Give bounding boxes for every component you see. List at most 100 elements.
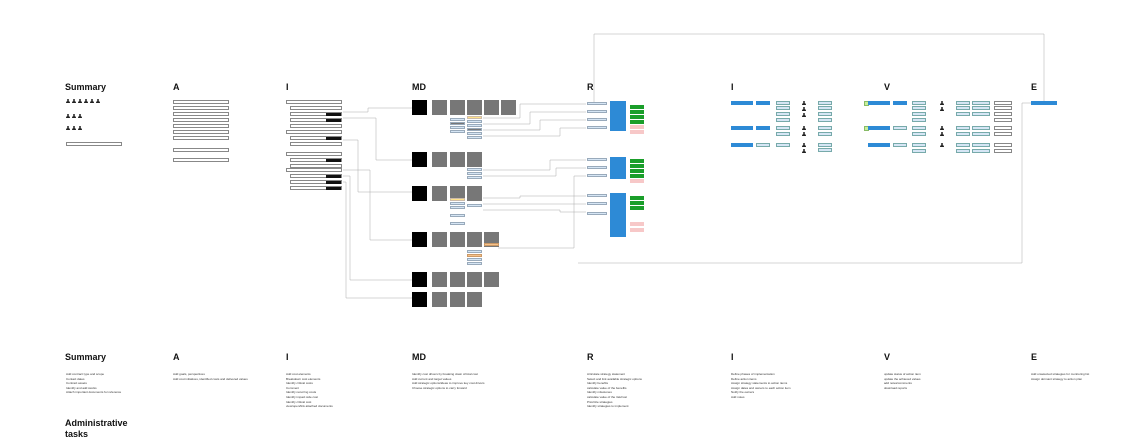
strategic-option[interactable]: [467, 128, 482, 131]
critical-cost-block[interactable]: [412, 186, 427, 201]
strategic-option[interactable]: [467, 136, 482, 139]
strategic-option[interactable]: [450, 118, 465, 121]
strategic-option[interactable]: [467, 116, 482, 119]
phase-item[interactable]: [731, 143, 753, 147]
cost-driver-block[interactable]: [501, 100, 516, 115]
action-item[interactable]: [893, 126, 907, 130]
strategic-option[interactable]: [467, 250, 482, 253]
critical-cost-block[interactable]: [412, 152, 427, 167]
cost-driver-block[interactable]: [450, 232, 465, 247]
strategy-option-item[interactable]: [587, 110, 607, 113]
phase-item[interactable]: [893, 101, 907, 105]
cost-element-row[interactable]: [290, 106, 342, 110]
target-value-item[interactable]: [956, 149, 970, 153]
cost-element-row[interactable]: [286, 130, 342, 134]
strategic-option[interactable]: [484, 243, 499, 246]
cost-driver-block[interactable]: [484, 272, 499, 287]
completion-date-item[interactable]: [972, 149, 990, 153]
cost-element-row[interactable]: [290, 158, 342, 162]
strategic-option[interactable]: [467, 176, 482, 179]
target-date-item[interactable]: [818, 148, 832, 152]
strategic-option[interactable]: [450, 222, 465, 225]
notes-field[interactable]: [994, 143, 1012, 147]
cost-driver-block[interactable]: [467, 186, 482, 201]
target-value-item[interactable]: [956, 143, 970, 147]
strategic-option[interactable]: [467, 132, 482, 135]
target-date-item[interactable]: [818, 106, 832, 110]
critical-cost-block[interactable]: [412, 292, 427, 307]
goal-field[interactable]: [173, 124, 229, 128]
strategic-option[interactable]: [467, 172, 482, 175]
cost-element-row[interactable]: [290, 112, 342, 116]
cost-driver-block[interactable]: [432, 100, 447, 115]
notes-field[interactable]: [994, 132, 1012, 136]
action-item[interactable]: [756, 143, 770, 147]
goal-field[interactable]: [173, 136, 229, 140]
strategy-statement-box[interactable]: [610, 193, 626, 237]
phase-item[interactable]: [731, 101, 753, 105]
action-item[interactable]: [912, 101, 926, 105]
notes-field[interactable]: [994, 126, 1012, 130]
completion-date-item[interactable]: [972, 126, 990, 130]
strategic-option[interactable]: [450, 122, 465, 125]
summary-attachment-field[interactable]: [66, 142, 122, 146]
target-date-item[interactable]: [818, 143, 832, 147]
cost-element-row[interactable]: [290, 180, 342, 184]
strategy-option-item[interactable]: [587, 202, 607, 205]
cost-driver-block[interactable]: [432, 292, 447, 307]
phase-item[interactable]: [868, 143, 890, 147]
completion-date-item[interactable]: [972, 143, 990, 147]
target-date-item[interactable]: [818, 112, 832, 116]
phase-item[interactable]: [731, 126, 753, 130]
target-value-item[interactable]: [956, 126, 970, 130]
cost-element-row[interactable]: [286, 152, 342, 156]
action-item[interactable]: [912, 132, 926, 136]
cost-driver-block[interactable]: [467, 272, 482, 287]
dormant-strategy-item[interactable]: [1031, 101, 1057, 105]
cost-element-row[interactable]: [290, 142, 342, 146]
action-item[interactable]: [776, 126, 790, 130]
action-item[interactable]: [912, 149, 926, 153]
notes-field[interactable]: [994, 106, 1012, 110]
cost-driver-block[interactable]: [432, 232, 447, 247]
strategic-option[interactable]: [450, 202, 465, 205]
strategic-option[interactable]: [467, 204, 482, 207]
action-item[interactable]: [776, 106, 790, 110]
action-item[interactable]: [776, 118, 790, 122]
phase-item[interactable]: [868, 101, 890, 105]
goal-field[interactable]: [173, 112, 229, 116]
strategic-option[interactable]: [467, 254, 482, 257]
goal-field[interactable]: [173, 106, 229, 110]
completion-date-item[interactable]: [972, 101, 990, 105]
strategic-option[interactable]: [450, 130, 465, 133]
target-value-item[interactable]: [956, 132, 970, 136]
action-item[interactable]: [912, 106, 926, 110]
action-item[interactable]: [776, 101, 790, 105]
phase-item[interactable]: [868, 126, 890, 130]
critical-cost-block[interactable]: [412, 100, 427, 115]
cost-element-row[interactable]: [290, 174, 342, 178]
strategic-option[interactable]: [450, 198, 465, 201]
completion-date-item[interactable]: [972, 106, 990, 110]
critical-cost-block[interactable]: [412, 232, 427, 247]
strategy-option-item[interactable]: [587, 118, 607, 121]
notes-field[interactable]: [994, 118, 1012, 122]
goal-field[interactable]: [173, 118, 229, 122]
phase-item[interactable]: [756, 101, 770, 105]
strategic-option[interactable]: [450, 126, 465, 129]
cost-driver-block[interactable]: [450, 186, 465, 201]
action-item[interactable]: [776, 143, 790, 147]
cost-driver-block[interactable]: [467, 152, 482, 167]
cost-element-row[interactable]: [290, 136, 342, 140]
strategic-option[interactable]: [450, 214, 465, 217]
strategic-option[interactable]: [450, 206, 465, 209]
cost-element-row[interactable]: [286, 100, 342, 104]
cost-element-row[interactable]: [290, 186, 342, 190]
action-item[interactable]: [893, 143, 907, 147]
cost-driver-block[interactable]: [467, 100, 482, 115]
cost-initiative-field[interactable]: [173, 158, 229, 162]
cost-driver-block[interactable]: [432, 186, 447, 201]
cost-driver-block[interactable]: [450, 152, 465, 167]
target-date-item[interactable]: [818, 126, 832, 130]
strategy-option-item[interactable]: [587, 126, 607, 129]
